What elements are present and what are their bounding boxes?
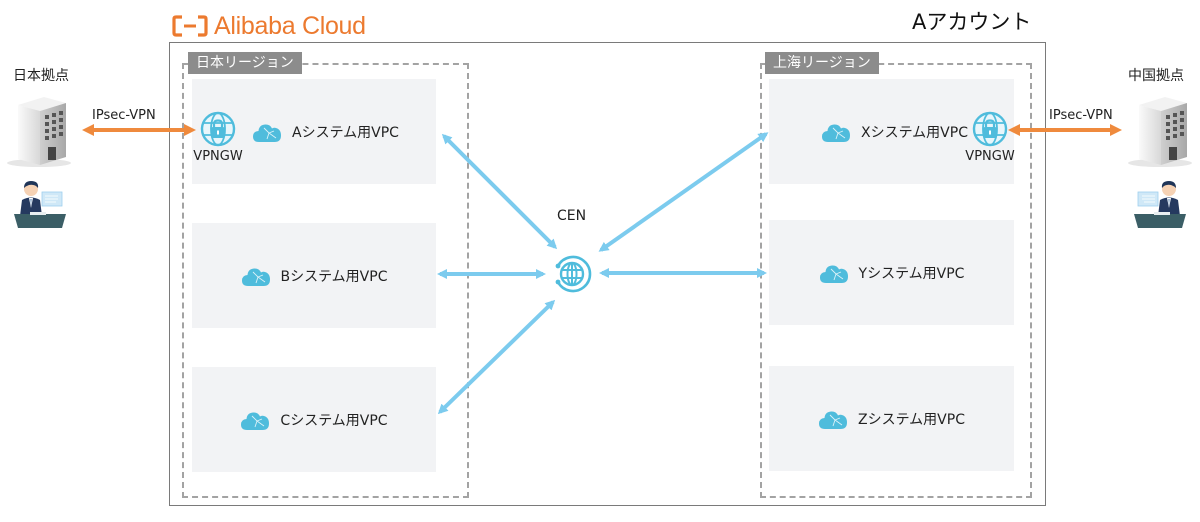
vpc-label: Cシステム用VPC <box>280 412 388 429</box>
vpc-z[interactable]: Zシステム用VPC <box>769 366 1014 471</box>
cloud-icon <box>821 121 851 143</box>
cloud-icon <box>252 121 282 143</box>
vpn-gateway-shanghai[interactable]: VPNGW <box>964 111 1016 164</box>
person-at-desk-icon-china <box>1132 178 1188 230</box>
account-boundary <box>169 42 1046 506</box>
building-icon-japan <box>4 95 74 167</box>
account-title: Aアカウント <box>912 10 1032 34</box>
region-shanghai <box>760 63 1032 498</box>
building-icon-china <box>1125 95 1195 167</box>
vpc-label: Aシステム用VPC <box>292 124 399 141</box>
cen-label: CEN <box>557 208 587 224</box>
cloud-icon <box>819 262 849 284</box>
vpn-gateway-label: VPNGW <box>193 149 243 164</box>
vpn-gateway-icon <box>972 111 1008 147</box>
vpn-gateway-icon <box>200 111 236 147</box>
vpc-label: Zシステム用VPC <box>858 411 965 428</box>
vpc-label: Xシステム用VPC <box>861 124 968 141</box>
vpc-label: Yシステム用VPC <box>858 265 965 282</box>
site-label-japan: 日本拠点 <box>13 68 69 84</box>
ipsec-label-japan: IPsec-VPN <box>92 108 156 123</box>
person-at-desk-icon-japan <box>12 178 68 230</box>
region-japan <box>182 63 469 498</box>
vpc-y[interactable]: Yシステム用VPC <box>769 220 1014 325</box>
vpc-c[interactable]: Cシステム用VPC <box>192 367 436 472</box>
vpc-label: Bシステム用VPC <box>280 268 388 285</box>
vpn-gateway-label: VPNGW <box>965 149 1015 164</box>
cloud-icon <box>818 408 848 430</box>
cloud-icon <box>241 265 271 287</box>
alibaba-logo-icon <box>172 15 208 37</box>
vpc-b[interactable]: Bシステム用VPC <box>192 223 436 328</box>
cen-icon[interactable] <box>548 250 596 298</box>
cloud-icon <box>240 409 270 431</box>
alibaba-cloud-logo: Alibaba Cloud <box>172 10 366 42</box>
vpn-gateway-japan[interactable]: VPNGW <box>192 111 244 164</box>
region-tag-shanghai: 上海リージョン <box>765 52 879 74</box>
ipsec-label-china: IPsec-VPN <box>1049 108 1113 123</box>
site-label-china: 中国拠点 <box>1128 68 1184 84</box>
region-tag-japan: 日本リージョン <box>188 52 302 74</box>
logo-text: Alibaba Cloud <box>214 11 366 40</box>
